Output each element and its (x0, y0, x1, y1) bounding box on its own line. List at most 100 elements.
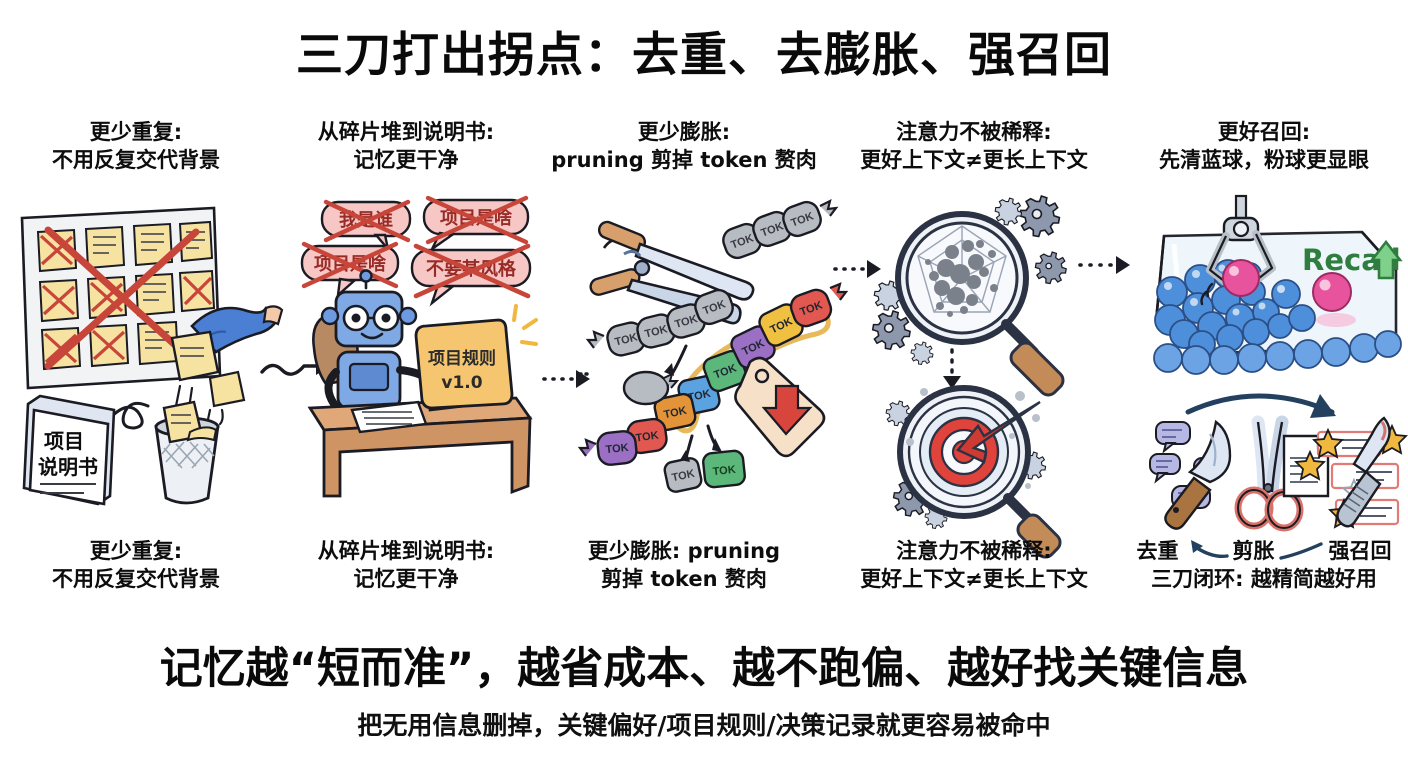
panel-dedupe-stickynotes: 项目 说明书 (14, 196, 286, 536)
panel-spec-robot: 我是谁 项目是啥 项目是啥 (300, 195, 572, 536)
blades-summary: 三刀闭环: 越精简越好用 (1151, 567, 1377, 592)
top-caption-4: 注意力不被稀释: 更好上下文≠更长上下文 (828, 118, 1120, 174)
bottom-caption-4-line1: 注意力不被稀释: (896, 539, 1052, 563)
bottom-caption-1-line1: 更少重复: (89, 539, 183, 563)
robot (320, 269, 432, 417)
doc-title-line2: 说明书 (38, 455, 98, 479)
token-label: TOK (712, 464, 736, 478)
dropped-sticky-note (170, 330, 220, 382)
ball-highlights (1164, 264, 1266, 316)
illustration-band: 项目 说明书 我是谁 (0, 194, 1408, 559)
top-caption-5-line1: 更好召回: (1217, 120, 1311, 144)
gloved-hand (190, 305, 284, 354)
footer-headline: 记忆越“短而准”，越省成本、越不跑偏、越好找关键信息 (159, 644, 1249, 694)
sticky-note (84, 225, 126, 270)
blades-label-group: 去重 剪胀 强召回 三刀闭环: 越精简越好用 (1120, 537, 1408, 593)
token-label: TOK (635, 429, 660, 444)
kept-token-green: TOK (702, 449, 746, 489)
token-label: TOK (644, 323, 669, 340)
trash-bin (154, 400, 220, 505)
magnifier-noise (895, 211, 1065, 397)
sticky-note (178, 269, 216, 313)
grabbed-pink-ball (1222, 259, 1260, 297)
folder-label-line2: v1.0 (441, 373, 482, 393)
scalpel-recall (1294, 416, 1408, 529)
footer-subline: 把无用信息删掉，关键偏好/项目规则/决策记录就更容易被命中 (357, 711, 1051, 740)
arrow-left-icon (1190, 540, 1229, 559)
project-rules-folder: 项目规则 v1.0 (414, 318, 514, 412)
loose-blue-ball (1271, 279, 1301, 309)
blades-label-row: 去重 剪胀 强召回 (1120, 537, 1408, 565)
doc-title-line1: 项目 (44, 429, 84, 453)
dust-motes (906, 388, 1040, 489)
top-caption-5-line2: 先清蓝球，粉球更显眼 (1159, 148, 1369, 173)
top-caption-2-line2: 记忆更干净 (353, 148, 459, 173)
panel-attention-focus (871, 194, 1150, 559)
gear-icon (871, 194, 1067, 530)
top-caption-5: 更好召回: 先清蓝球，粉球更显眼 (1120, 118, 1408, 174)
token-chain-dropped-upper: TOK TOK TOK (722, 198, 839, 260)
bottom-caption-1-line2: 不用反复交代背景 (52, 567, 220, 592)
speech-bubble-who-am-i: 我是谁 (320, 199, 412, 250)
bottom-caption-1: 更少重复: 不用反复交代背景 (0, 537, 272, 593)
blades-flow-arrow (1185, 393, 1336, 418)
top-caption-4-line2: 更好上下文≠更长上下文 (860, 148, 1088, 173)
project-spec-document: 项目 说明书 (22, 394, 116, 506)
sticky-note-board (20, 206, 222, 390)
sticky-note (88, 323, 130, 368)
bottom-caption-2-line1: 从碎片堆到说明书: (317, 539, 495, 563)
top-caption-1-line1: 更少重复: (89, 120, 183, 144)
top-caption-1: 更少重复: 不用反复交代背景 (0, 118, 272, 174)
top-caption-2-line1: 从碎片堆到说明书: (317, 120, 495, 144)
connector-arrow-4-5 (1078, 252, 1134, 278)
recall-up-arrow-icon (1369, 239, 1403, 280)
bottom-caption-row: 更少重复: 不用反复交代背景 从碎片堆到说明书: 记忆更干净 更少膨胀: pru… (0, 537, 1408, 593)
sticky-note (132, 222, 174, 267)
recall-label: Recall (1302, 239, 1403, 280)
panel-pruning-tokens: TOK TOK TOK (577, 196, 870, 536)
token-chain-dropped-left: TOK TOK TOK TOK (585, 288, 734, 357)
top-caption-4-line1: 注意力不被稀释: (896, 120, 1052, 144)
bottom-caption-2-line2: 记忆更干净 (353, 567, 459, 592)
token-label: TOK (614, 331, 639, 348)
speech-bubble-what-project-b: 项目是啥 (300, 241, 400, 298)
token-label: TOK (663, 405, 688, 422)
sticky-note (38, 278, 80, 323)
claw-grabber (1206, 194, 1276, 288)
blade-label-recall: 强召回 (1328, 539, 1392, 563)
folder-label-line1: 项目规则 (428, 348, 496, 369)
cost-down-tag (734, 356, 826, 458)
speech-bubble-what-project-a: 项目是啥 (422, 195, 530, 250)
drop-arrows (664, 344, 722, 462)
bottom-caption-3: 更少膨胀: pruning 剪掉 token 赘肉 (540, 537, 828, 593)
sticky-note (36, 228, 78, 273)
motion-swipe (1200, 282, 1214, 306)
top-caption-3: 更少膨胀: pruning 剪掉 token 赘肉 (540, 118, 828, 174)
sticky-note (134, 272, 176, 317)
token-chain-lower-left: TOK TOK TOK (577, 392, 697, 466)
arrow-connector-icon (1278, 542, 1323, 560)
top-caption-3-line2: pruning 剪掉 token 赘肉 (551, 148, 817, 173)
highlighted-pink-ball (1312, 272, 1356, 327)
noise-cluster (925, 240, 998, 317)
magnifier-target (897, 385, 1062, 559)
bottom-caption-4: 注意力不被稀释: 更好上下文≠更长上下文 (828, 537, 1120, 593)
panel-recall-blades: Recall (1149, 194, 1408, 536)
board-cross-out-icon (44, 226, 200, 370)
falling-sticky-note (208, 370, 246, 408)
downward-arrow (943, 348, 961, 389)
bottom-caption-3-line1: 更少膨胀: pruning (587, 539, 781, 563)
paper-on-desk (350, 400, 428, 434)
discarded-token-gray: TOK (663, 457, 703, 493)
bottom-caption-4-line2: 更好上下文≠更长上下文 (860, 567, 1088, 592)
connector-arrow-3-4 (833, 256, 883, 282)
discarded-token-blob (622, 370, 680, 406)
page-title: 三刀打出拐点：去重、去膨胀、强召回 (296, 28, 1112, 83)
bottom-caption-2: 从碎片堆到说明书: 记忆更干净 (272, 537, 540, 593)
token-label: TOK (671, 468, 696, 485)
top-caption-row: 更少重复: 不用反复交代背景 从碎片堆到说明书: 记忆更干净 更少膨胀: pru… (0, 118, 1408, 174)
token-label: TOK (605, 442, 629, 456)
top-caption-2: 从碎片堆到说明书: 记忆更干净 (272, 118, 540, 174)
blade-label-prune: 剪胀 (1232, 539, 1275, 563)
